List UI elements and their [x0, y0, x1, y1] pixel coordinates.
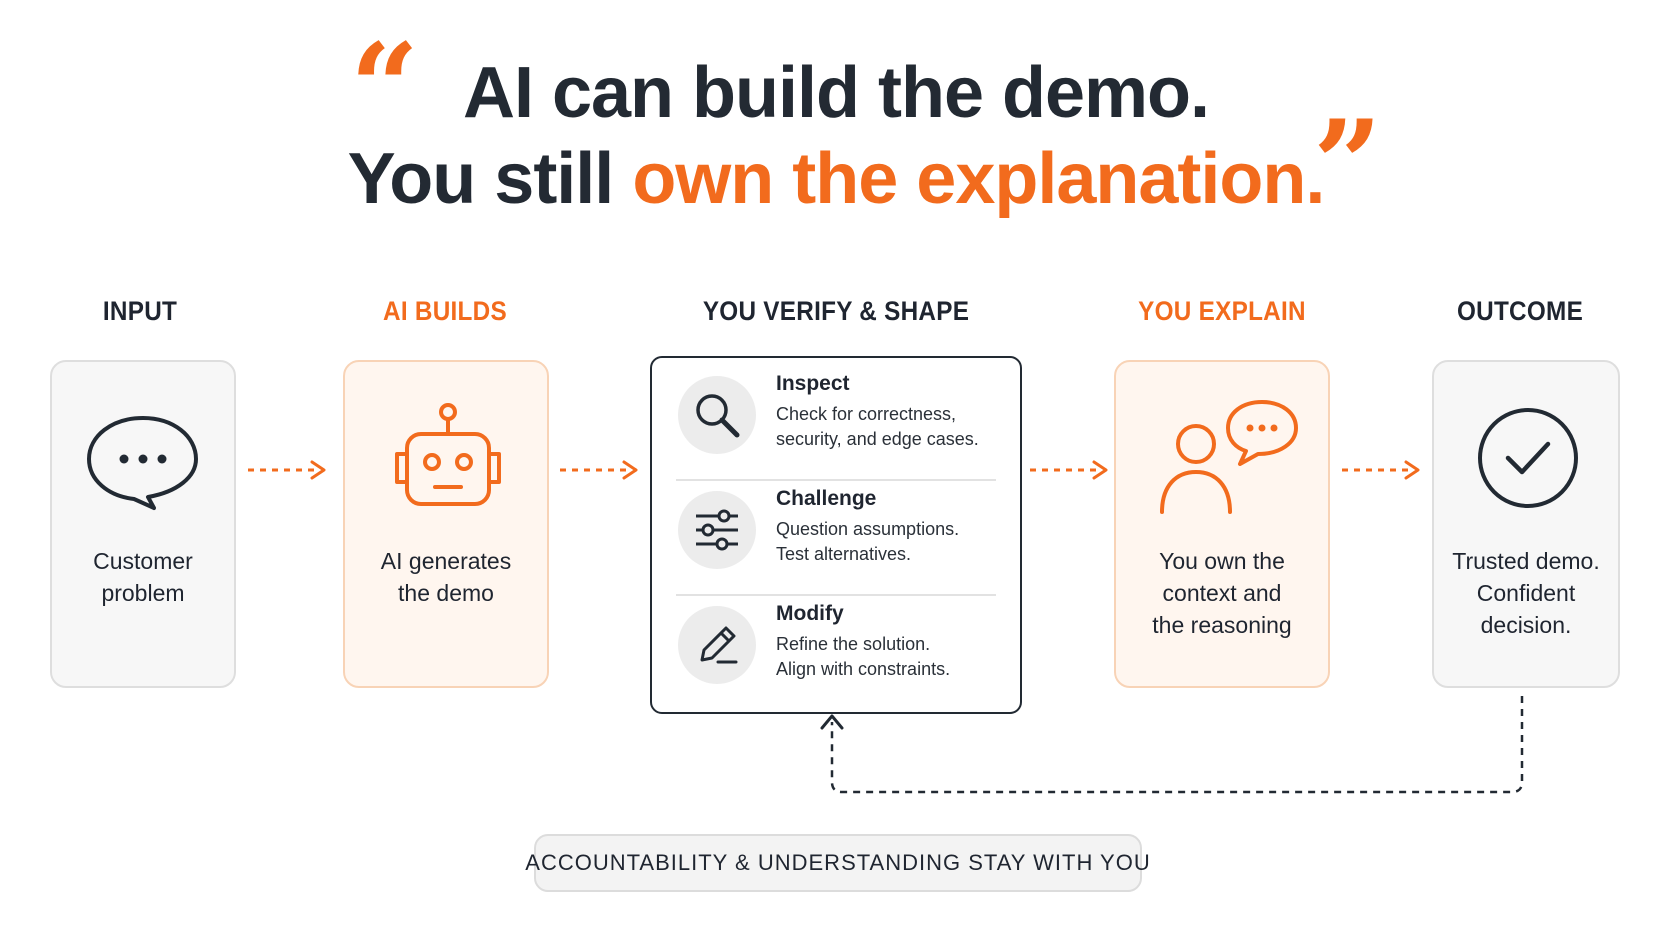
outcome-card: Trusted demo. Confident decision.	[1432, 360, 1620, 688]
verify-step-description: Check for correctness, security, and edg…	[776, 402, 1016, 452]
open-quote-mark: “	[350, 17, 420, 158]
verify-step-line: Test alternatives.	[776, 544, 912, 564]
close-quote-mark: ”	[1313, 94, 1383, 235]
verify-step-description: Refine the solution. Align with constrai…	[776, 632, 1016, 682]
stage-label-ai-builds: AI BUILDS	[383, 296, 507, 326]
verify-step-line: Question assumptions.	[776, 519, 960, 539]
verify-step-line: Check for correctness,	[776, 404, 957, 424]
pencil-icon	[678, 606, 756, 684]
accountability-banner: ACCOUNTABILITY & UNDERSTANDING STAY WITH…	[525, 834, 1150, 892]
outcome-card-text: Trusted demo. Confident decision.	[1434, 545, 1618, 641]
outcome-card-line: Confident	[1476, 580, 1576, 606]
check-circle-icon	[1476, 406, 1580, 515]
stage-label-outcome: OUTCOME	[1456, 296, 1584, 326]
ai-builds-card-text: AI generates the demo	[345, 545, 547, 609]
verify-step-title: Challenge	[776, 487, 877, 510]
you-explain-card-line: You own the	[1159, 548, 1285, 574]
speech-bubble-icon	[84, 412, 202, 517]
verify-step-challenge: Challenge Question assumptions. Test alt…	[652, 473, 1020, 585]
headline-line-2-accent: own the explanation.	[632, 139, 1325, 219]
flow-arrow	[1028, 458, 1114, 482]
input-card-line: problem	[101, 580, 185, 606]
flow-arrow	[1340, 458, 1426, 482]
input-card: Customer problem	[50, 360, 236, 688]
verify-step-title: Inspect	[776, 372, 850, 395]
you-explain-card-text: You own the context and the reasoning	[1116, 545, 1328, 641]
flow-arrow	[246, 458, 332, 482]
magnifier-icon	[678, 376, 756, 454]
divider	[676, 594, 996, 596]
outcome-card-line: Trusted demo.	[1452, 548, 1600, 574]
divider	[676, 479, 996, 481]
person-speaking-icon	[1158, 396, 1300, 523]
verify-step-modify: Modify Refine the solution. Align with c…	[652, 588, 1020, 700]
stage-label-input: INPUT	[102, 296, 178, 326]
headline-line-2: You still own the explanation.	[0, 138, 1672, 220]
headline-line-1: AI can build the demo.	[462, 53, 1210, 133]
verify-step-title: Modify	[776, 602, 844, 625]
ai-builds-card-line: the demo	[398, 580, 494, 606]
verify-shape-panel: Inspect Check for correctness, security,…	[650, 356, 1022, 714]
ai-builds-card: AI generates the demo	[343, 360, 549, 688]
you-explain-card-line: context and	[1162, 580, 1282, 606]
headline-line-2-prefix: You still	[347, 139, 633, 219]
stage-label-you-verify: YOU VERIFY & SHAPE	[702, 296, 970, 326]
verify-step-line: security, and edge cases.	[776, 429, 979, 449]
input-card-line: Customer	[93, 548, 193, 574]
input-card-text: Customer problem	[52, 545, 234, 609]
ai-builds-card-line: AI generates	[380, 548, 512, 574]
flow-arrow	[558, 458, 644, 482]
outcome-card-line: decision.	[1480, 612, 1572, 638]
verify-step-description: Question assumptions. Test alternatives.	[776, 517, 1016, 567]
sliders-icon	[678, 491, 756, 569]
feedback-loop-arrow	[820, 692, 1530, 809]
verify-step-line: Refine the solution.	[776, 634, 931, 654]
verify-step-line: Align with constraints.	[776, 659, 951, 679]
verify-step-inspect: Inspect Check for correctness, security,…	[652, 358, 1020, 470]
stage-label-you-explain: YOU EXPLAIN	[1138, 296, 1306, 326]
you-explain-card-line: the reasoning	[1152, 612, 1292, 638]
you-explain-card: You own the context and the reasoning	[1114, 360, 1330, 688]
robot-icon	[389, 402, 507, 517]
